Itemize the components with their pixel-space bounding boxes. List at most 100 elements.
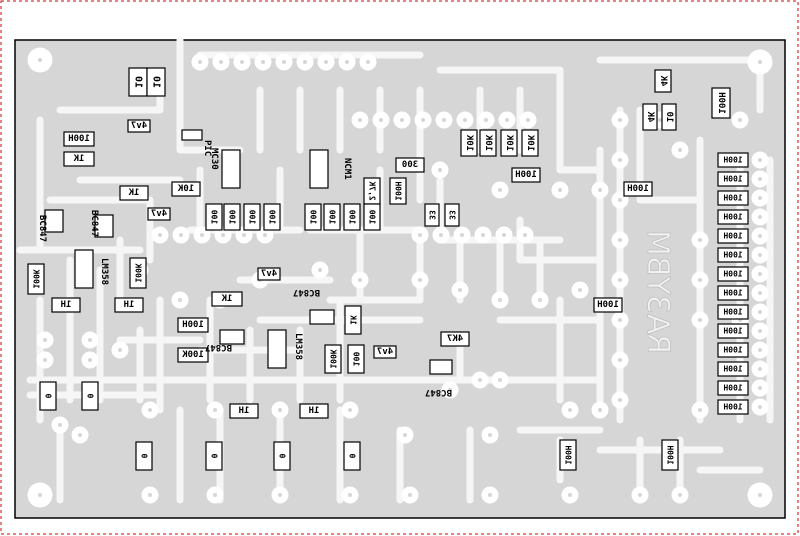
component-label: 100K — [329, 349, 338, 368]
ic-label: MC30 — [209, 148, 219, 170]
component-body — [39, 381, 57, 411]
pad-hole — [358, 278, 362, 282]
component-body — [717, 266, 749, 282]
pad-hole — [618, 278, 622, 282]
ic-body — [267, 329, 287, 369]
component-body — [521, 129, 539, 157]
component-body — [51, 297, 81, 313]
component-body — [654, 69, 672, 93]
component-body — [323, 203, 341, 231]
component-label: 10K — [483, 134, 493, 151]
pad-hole — [738, 118, 742, 122]
pad-hole — [379, 118, 383, 122]
component-label: 100K — [32, 269, 41, 288]
pad-hole — [598, 188, 602, 192]
component-label: 100 — [210, 210, 219, 225]
component-label: 100H — [723, 232, 742, 241]
component-c4k7: 4K7 — [440, 331, 470, 347]
component-label: 100K — [182, 350, 204, 360]
component-label: 100H — [68, 134, 90, 144]
component-c10-1: 10 — [128, 67, 148, 97]
component-label: 0 — [44, 393, 53, 398]
component-label: 100H — [723, 251, 742, 260]
pad-hole — [400, 118, 404, 122]
component-body — [343, 203, 361, 231]
pad-hole — [678, 493, 682, 497]
silkscreen-group: RA3YBM — [640, 230, 676, 355]
pad-hole — [439, 233, 443, 237]
pad-hole — [366, 60, 370, 64]
ic-label: BC847 — [293, 287, 320, 297]
component-label: 100H — [597, 300, 619, 310]
component-c0-3: 0 — [135, 441, 153, 471]
component-label: 4K — [658, 75, 668, 86]
pad-hole — [758, 177, 762, 181]
silkscreen-text: RA3YBM — [640, 230, 675, 354]
component-c10k-4: 10K — [521, 129, 539, 157]
pad-hole — [502, 233, 506, 237]
component-label: 100H — [723, 384, 742, 393]
component-label: 100 — [348, 210, 357, 225]
trace — [176, 36, 244, 154]
pad-hole — [278, 493, 282, 497]
component-label: 100H — [666, 445, 675, 464]
pad-hole — [618, 318, 622, 322]
component-body — [119, 185, 149, 201]
pad-hole — [758, 329, 762, 333]
component-c100h-r12: 100H — [717, 361, 749, 377]
component-c0-2: 0 — [81, 381, 99, 411]
pad-hole — [438, 168, 442, 172]
component-label: 100H — [627, 184, 649, 194]
pad-hole — [618, 238, 622, 242]
component-c100-9: 100 — [347, 344, 365, 374]
component-c100h-top: 100H — [711, 87, 731, 119]
component-label: 0 — [348, 453, 357, 458]
component-label: 100H — [394, 181, 403, 200]
pad-hole — [618, 118, 622, 122]
pad-hole — [348, 493, 352, 497]
ic-body — [221, 149, 241, 189]
ic-label: NCM1 — [342, 158, 352, 180]
component-body — [211, 291, 243, 307]
pad-hole — [200, 233, 204, 237]
pad-hole — [148, 408, 152, 412]
ic-body — [429, 359, 453, 375]
pad-hole — [488, 493, 492, 497]
component-body — [363, 203, 381, 231]
component-c100h-b2: 100H — [661, 439, 679, 471]
component-body — [440, 331, 470, 347]
trace — [436, 66, 564, 94]
pad-hole — [558, 188, 562, 192]
component-c100h-r7: 100H — [717, 266, 749, 282]
component-body — [389, 177, 407, 205]
component-label: 10 — [151, 76, 162, 88]
pad-hole — [698, 408, 702, 412]
pad-hole — [758, 367, 762, 371]
pad-hole — [358, 118, 362, 122]
component-c4v7-3: 4v7 — [257, 267, 281, 281]
component-label: 0 — [278, 453, 287, 458]
component-body — [717, 228, 749, 244]
pad-hole — [505, 118, 509, 122]
component-body — [511, 167, 541, 183]
component-c4v7-2: 4v7 — [147, 207, 171, 221]
component-label: 4K7 — [447, 334, 463, 344]
component-c10k-mid: 10K — [171, 181, 201, 197]
component-label: 100H — [182, 320, 204, 330]
component-label: 100H — [723, 365, 742, 374]
pad-hole — [158, 233, 162, 237]
component-body — [717, 209, 749, 225]
component-body — [273, 441, 291, 471]
ic-label: BC847 — [425, 387, 452, 397]
component-label: 4v7 — [131, 121, 147, 131]
pad-hole — [758, 215, 762, 219]
component-label: 10K — [504, 134, 514, 151]
pad-hole — [198, 60, 202, 64]
component-c100h-r4: 100H — [717, 209, 749, 225]
pad-hole — [578, 288, 582, 292]
component-c100k-4: 100K — [324, 344, 342, 374]
ic-mc3: MC30 — [209, 148, 241, 189]
component-body — [711, 87, 731, 119]
component-body — [717, 342, 749, 358]
